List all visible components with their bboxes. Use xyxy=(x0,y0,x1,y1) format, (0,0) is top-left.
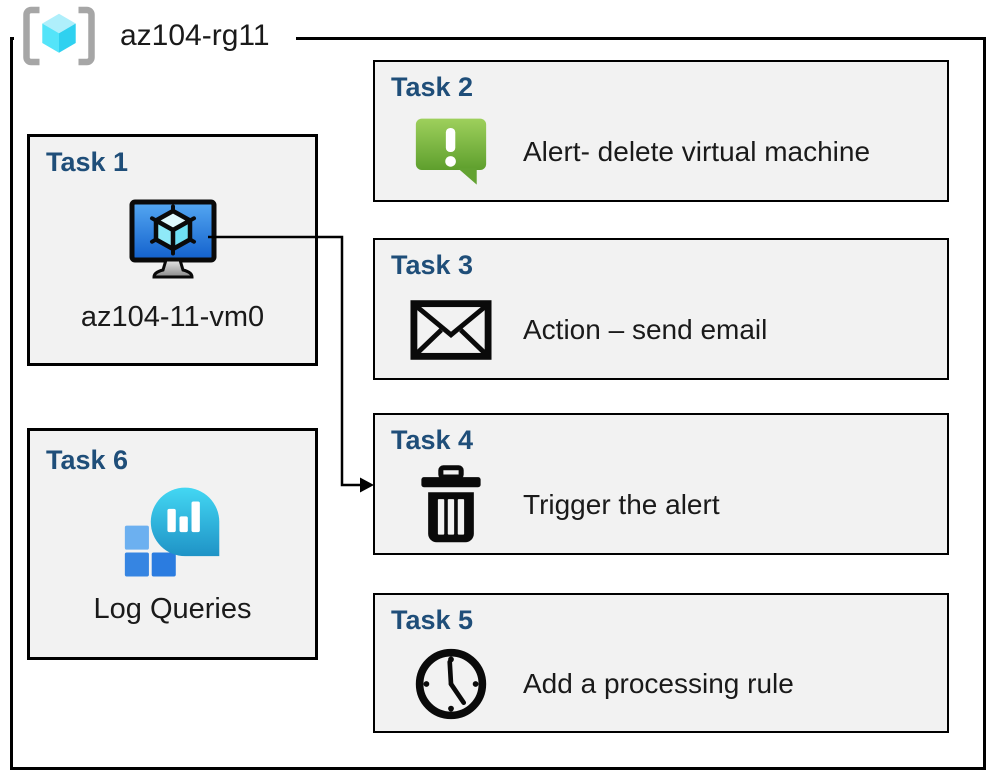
task5-label: Add a processing rule xyxy=(523,668,794,699)
clock-icon xyxy=(415,648,487,720)
log-queries-icon xyxy=(124,487,219,577)
task5-heading: Task 5 xyxy=(391,605,474,635)
trash-delete-icon xyxy=(421,465,481,543)
alert-message-icon xyxy=(415,118,487,185)
virtual-machine-icon xyxy=(129,199,216,279)
task3-heading: Task 3 xyxy=(391,250,474,280)
task3-box: Task 3 Action – send email xyxy=(373,238,949,380)
task4-label: Trigger the alert xyxy=(523,489,720,520)
task3-label: Action – send email xyxy=(523,314,768,345)
task1-box: Task 1 az104-11-vm0 xyxy=(27,134,318,366)
resource-group-title: az104-rg11 xyxy=(120,19,270,52)
task4-heading: Task 4 xyxy=(391,425,474,455)
task1-heading: Task 1 xyxy=(46,147,129,177)
task6-label: Log Queries xyxy=(93,593,252,625)
resource-group-icon xyxy=(23,6,95,66)
email-envelope-icon xyxy=(410,300,492,360)
resource-group-header: az104-rg11 xyxy=(14,2,296,70)
task2-label: Alert- delete virtual machine xyxy=(523,136,871,167)
task4-box: Task 4 Trigger the alert xyxy=(373,413,949,555)
task2-box: Task 2 Alert- delete virtual machine xyxy=(373,60,949,202)
task5-box: Task 5 Add a processing rule xyxy=(373,593,949,733)
task2-heading: Task 2 xyxy=(391,72,474,102)
task1-label: az104-11-vm0 xyxy=(80,301,265,333)
task6-heading: Task 6 xyxy=(46,445,129,475)
task6-box: Task 6 Log Queries xyxy=(27,428,318,660)
